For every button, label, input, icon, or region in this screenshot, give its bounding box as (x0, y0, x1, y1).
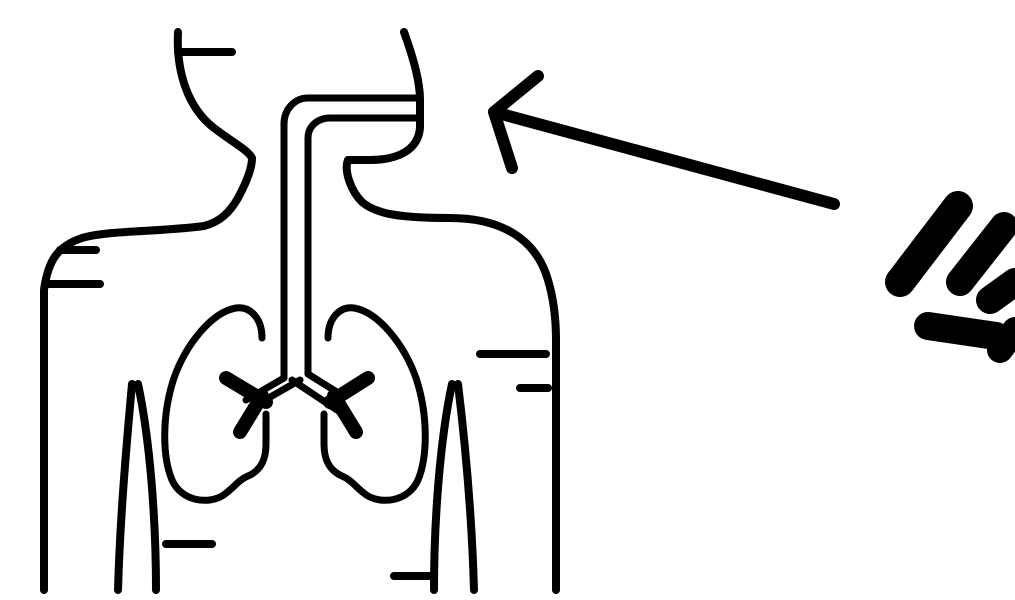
bacterium-4 (990, 282, 1015, 300)
bacterium-3 (928, 326, 996, 336)
arrow-shaft (494, 112, 834, 204)
bacterium-2 (960, 226, 1004, 282)
left-inner-arm (118, 384, 132, 590)
trachea-outer (246, 98, 416, 400)
trachea-icon (246, 98, 416, 412)
right-inner-arm (458, 384, 474, 590)
torso-outline-icon (44, 32, 556, 590)
right-bronchus-lower (334, 396, 356, 432)
right-inner-arm-2 (434, 384, 452, 590)
bacterium-1 (900, 206, 958, 282)
bacteria-cluster-icon (900, 206, 1015, 350)
lungs-icon (165, 308, 426, 501)
left-inner-arm-2 (138, 384, 156, 590)
arrow-left-icon (494, 76, 834, 204)
bacterium-5 (1000, 330, 1015, 350)
